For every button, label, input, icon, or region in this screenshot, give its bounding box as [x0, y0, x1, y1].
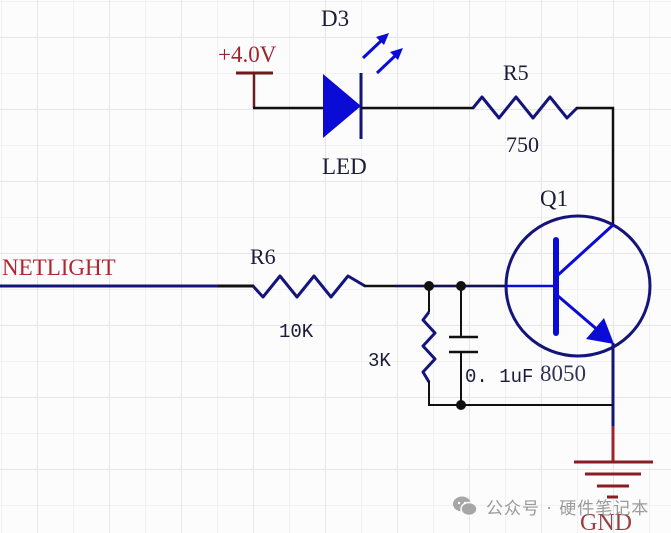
led-ref-label: D3	[321, 6, 349, 31]
q1-value-label: 8050	[540, 361, 586, 386]
r5-value-label: 750	[506, 132, 539, 157]
r6-ref-label: R6	[250, 244, 276, 269]
resistor-r6-icon	[251, 274, 366, 299]
q1-ref-label: Q1	[540, 186, 568, 211]
npn-transistor-icon	[504, 214, 652, 358]
resistor-r5-icon	[471, 95, 579, 120]
led-value-label: LED	[322, 154, 367, 179]
wire-r5-to-collector	[576, 106, 615, 226]
r-pulldown-value-label: 3K	[368, 350, 391, 372]
ground-label: GND	[580, 510, 632, 533]
r5-ref-label: R5	[503, 60, 529, 85]
light-emission-icon	[361, 33, 403, 75]
junction-dot	[456, 400, 466, 410]
led-diode-icon	[323, 33, 403, 139]
cap-value-label: 0. 1uF	[465, 366, 533, 388]
watermark-text: 公众号 · 硬件笔记本	[486, 498, 650, 519]
watermark: 公众号 · 硬件笔记本	[452, 493, 649, 519]
r6-value-label: 10K	[279, 321, 314, 343]
wechat-icon	[452, 495, 478, 517]
resistor-3k-icon	[421, 311, 437, 383]
power-label: +4.0V	[218, 42, 277, 67]
ground-icon	[574, 426, 653, 499]
wire-bottom-return	[428, 381, 613, 406]
net-label-netlight: NETLIGHT	[2, 255, 116, 280]
power-rail-icon	[236, 71, 273, 108]
capacitor-icon	[449, 286, 478, 405]
